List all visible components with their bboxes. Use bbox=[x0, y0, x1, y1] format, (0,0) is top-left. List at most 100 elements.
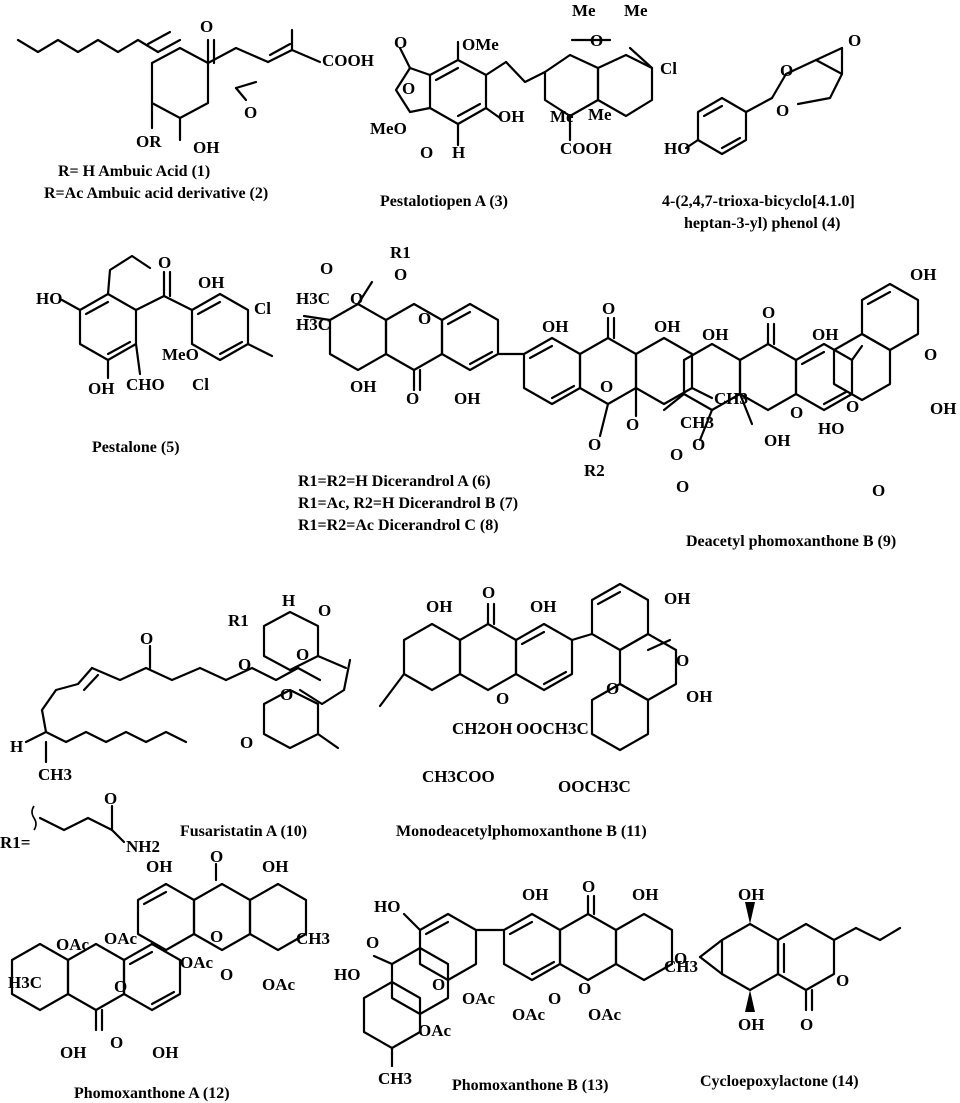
caption-monodeacetylphomoxanthone-b: Monodeacetylphomoxanthone B (11) bbox=[396, 823, 647, 840]
c9-label-oh-1: OH bbox=[702, 325, 728, 344]
c12-label-oac-2: OAc bbox=[104, 929, 138, 948]
caption-phomoxanthone-a: Phomoxanthone A (12) bbox=[74, 1085, 230, 1102]
c1-label-epoxide-o: O bbox=[244, 103, 257, 122]
c5-label-ho: HO bbox=[36, 289, 62, 308]
c10-label-ketone-o: O bbox=[140, 629, 153, 648]
caption-ambuic-acid-1: R= H Ambuic Acid (1) bbox=[58, 163, 210, 180]
caption-ambuic-acid-derivative-2: R=Ac Ambuic acid derivative (2) bbox=[44, 185, 268, 202]
c3-label-ome: OMe bbox=[462, 35, 499, 54]
c6-label-acetyl-o-top: O bbox=[320, 259, 333, 278]
caption-pestalone: Pestalone (5) bbox=[92, 439, 180, 456]
c13-label-xanthone-o-2: O bbox=[578, 979, 591, 998]
c12-label-oac-3: OAc bbox=[180, 953, 214, 972]
c3-label-lactone-o: O bbox=[394, 33, 407, 52]
caption-cycloepoxylactone: Cycloepoxylactone (14) bbox=[700, 1073, 859, 1090]
c10-label-ring-o: O bbox=[296, 645, 309, 664]
c6-label-oh-left-1: OH bbox=[350, 377, 376, 396]
c10-label-ch3: CH3 bbox=[38, 765, 72, 784]
caption-dicerandrol-a: R1=R2=H Dicerandrol A (6) bbox=[298, 473, 491, 490]
c12-label-oh-4: OH bbox=[152, 1043, 178, 1062]
c9-label-ester-o-1: O bbox=[692, 435, 705, 454]
c11-label-ch2oh: CH2OH bbox=[452, 719, 512, 738]
c9-label-xanthone-o-2: O bbox=[846, 397, 859, 416]
c5-label-cl-top: Cl bbox=[254, 299, 271, 318]
c11-label-xanthone-o-2: O bbox=[606, 679, 619, 698]
caption-dicerandrol-c: R1=R2=Ac Dicerandrol C (8) bbox=[298, 517, 499, 534]
structure-fusaristatin-a: H R1 O O O O O O H CH3 O NH2 R1= bbox=[0, 591, 352, 856]
c6-label-ester-o-right: O bbox=[626, 415, 639, 434]
c6-label-ketone-o-left: O bbox=[406, 389, 419, 408]
c3-label-me-4: Me bbox=[588, 105, 612, 124]
c5-label-oh-bottom: OH bbox=[88, 379, 114, 398]
c11-label-oh-2: OH bbox=[530, 597, 556, 616]
c3-label-aldehyde-h: H bbox=[452, 143, 465, 162]
c9-label-oh-2: OH bbox=[812, 325, 838, 344]
c11-label-oocch3-1: OOCH3C bbox=[516, 719, 589, 738]
c3-label-me-1: Me bbox=[572, 1, 596, 20]
c10-label-r1-definition: R1= bbox=[0, 833, 30, 852]
c9-label-ketone-o-2: O bbox=[924, 345, 937, 364]
c3-label-ring-o: O bbox=[402, 79, 415, 98]
c9-label-ho: HO bbox=[818, 419, 844, 438]
c1-label-or: OR bbox=[136, 132, 162, 151]
c11-label-ketone-o-1: O bbox=[482, 583, 495, 602]
c13-label-xanthone-o-1: O bbox=[432, 975, 445, 994]
c6-label-xanthone-o-left: O bbox=[418, 309, 431, 328]
caption-pestalotiopen-a: Pestalotiopen A (3) bbox=[380, 193, 508, 210]
c9-label-oh-3: OH bbox=[910, 265, 936, 284]
c12-label-oac-1: OAc bbox=[56, 935, 90, 954]
c14-label-oh-top: OH bbox=[738, 885, 764, 904]
c3-label-me-2: Me bbox=[624, 1, 648, 20]
c13-label-oac-2: OAc bbox=[418, 1021, 452, 1040]
c6-label-ketone-o-right: O bbox=[602, 299, 615, 318]
c12-label-h3c: H3C bbox=[8, 973, 42, 992]
c10-label-ester-o: O bbox=[238, 655, 251, 674]
caption-phomoxanthone-b: Phomoxanthone B (13) bbox=[452, 1077, 608, 1094]
c10-label-diketone-o-2: O bbox=[240, 733, 253, 752]
c11-label-oh-1: OH bbox=[426, 597, 452, 616]
c4-label-o-1: O bbox=[780, 61, 793, 80]
c13-label-oac-3: OAc bbox=[512, 1005, 546, 1024]
c6-label-acetyl-o-bottom: O bbox=[670, 445, 683, 464]
c6-label-oh-left-2: OH bbox=[454, 389, 480, 408]
c13-label-ho-1: HO bbox=[374, 897, 400, 916]
c9-label-xanthone-o-1: O bbox=[790, 403, 803, 422]
c11-label-xanthone-o-1: O bbox=[496, 689, 509, 708]
c4-label-epoxide-o: O bbox=[848, 31, 861, 50]
c6-label-r2-o: O bbox=[588, 435, 601, 454]
structure-pestalotiopen-a: OMe O O MeO H O OH Me Me O Cl Me Me COOH bbox=[370, 1, 677, 162]
c12-label-oac-4: OAc bbox=[262, 975, 296, 994]
c1-label-cooh: COOH bbox=[322, 51, 374, 70]
c9-label-oh-5: OH bbox=[764, 431, 790, 450]
c11-label-oh-4: OH bbox=[686, 687, 712, 706]
c10-label-nh2: NH2 bbox=[126, 837, 160, 856]
c13-label-oac-1: OAc bbox=[462, 989, 496, 1008]
c6-label-oh-right-2: OH bbox=[654, 317, 680, 336]
c9-label-acetyl-o-1: O bbox=[676, 477, 689, 496]
caption-compound-4-line1: 4-(2,4,7-trioxa-bicyclo[4.1.0] bbox=[662, 193, 855, 210]
c6-label-r1: R1 bbox=[390, 243, 411, 262]
c6-label-h3c-ring: H3C bbox=[296, 315, 330, 334]
caption-deacetyl-phomoxanthone-b: Deacetyl phomoxanthone B (9) bbox=[686, 533, 896, 550]
c14-label-lactone-ring-o: O bbox=[836, 971, 849, 990]
c14-label-lactone-carbonyl-o: O bbox=[800, 1015, 813, 1034]
structure-pestalone: HO OH O OH Cl MeO CHO Cl bbox=[36, 253, 274, 398]
caption-dicerandrol-b: R1=Ac, R2=H Dicerandrol B (7) bbox=[298, 495, 518, 512]
structure-phomoxanthone-b: HO O OH O OH HO O OAc CH3 OAc O OAc O OA… bbox=[334, 877, 698, 1088]
structure-deacetyl-phomoxanthone-b: OH O OH OH O OH O OH HO O O O O bbox=[662, 265, 956, 500]
caption-compound-4-line2: heptan-3-yl) phenol (4) bbox=[684, 215, 840, 232]
c13-label-ester-o: O bbox=[548, 989, 561, 1008]
c13-label-ketone-o-1: O bbox=[366, 933, 379, 952]
c4-label-ho: HO bbox=[664, 139, 690, 158]
structure-ambuic-acid: O COOH OR OH O bbox=[16, 17, 374, 157]
c3-label-cooh: COOH bbox=[560, 139, 612, 158]
c6-label-ester-o-left: O bbox=[350, 289, 363, 308]
c9-label-ketone-o-1: O bbox=[762, 303, 775, 322]
c11-label-oocch3-2: OOCH3C bbox=[558, 777, 631, 796]
c12-label-ketone-o-2: O bbox=[110, 1033, 123, 1052]
c13-label-ch3-2: CH3 bbox=[664, 957, 698, 976]
c10-label-diketone-o-1: O bbox=[280, 685, 293, 704]
c13-label-oac-4: OAc bbox=[588, 1005, 622, 1024]
structure-dicerandrol: O H3C O R1 O H3C O OH O OH OH O OH O CH3… bbox=[296, 243, 748, 480]
